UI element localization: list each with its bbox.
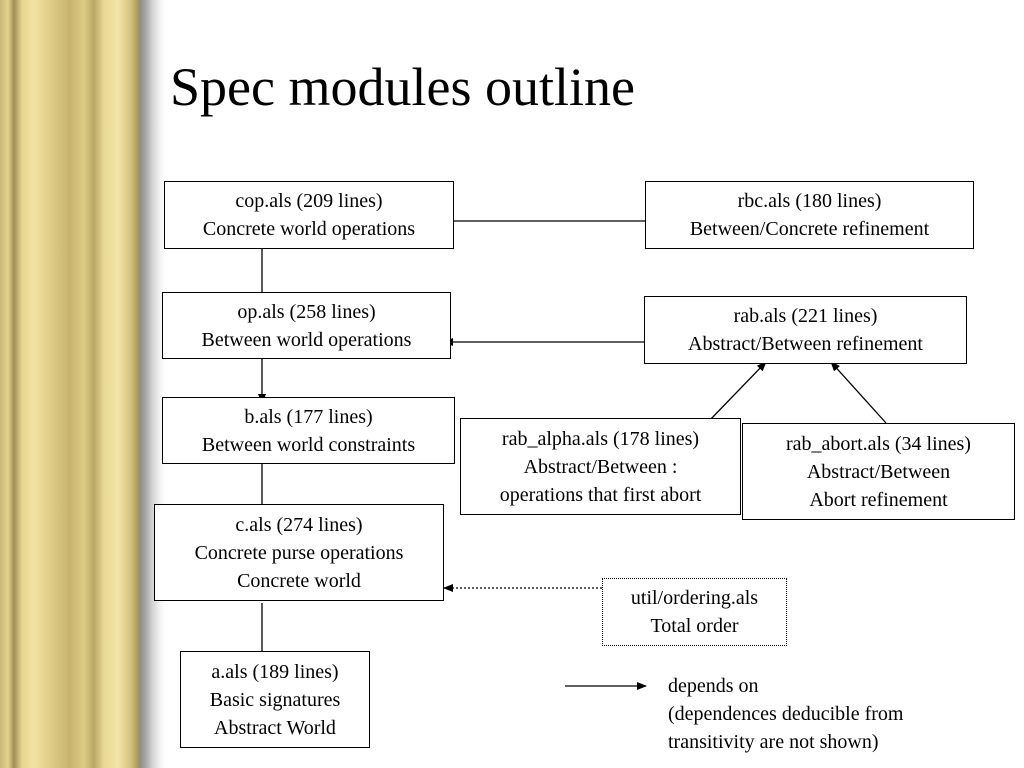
module-c-line1: c.als (274 lines) (235, 513, 363, 536)
decorative-column-band (0, 0, 165, 768)
module-rab-alpha-line2: Abstract/Between : (523, 455, 678, 478)
module-box-rab: rab.als (221 lines) Abstract/Between ref… (644, 296, 967, 364)
module-rab-abort-line2: Abstract/Between (806, 460, 951, 483)
module-box-a: a.als (189 lines) Basic signatures Abstr… (180, 651, 370, 748)
module-op-line2: Between world operations (201, 328, 412, 351)
slide-title: Spec modules outline (170, 57, 635, 117)
module-util-ordering-line1: util/ordering.als (630, 587, 759, 609)
module-box-op: op.als (258 lines) Between world operati… (162, 292, 451, 359)
legend-line2: (dependences deducible from (668, 703, 904, 725)
module-box-b: b.als (177 lines) Between world constrai… (162, 397, 455, 464)
module-box-rab-alpha: rab_alpha.als (178 lines) Abstract/Betwe… (460, 418, 741, 515)
legend-line1: depends on (668, 675, 759, 697)
module-util-ordering-line2: Total order (650, 615, 739, 637)
module-a-line1: a.als (189 lines) (211, 660, 339, 683)
module-rbc-line2: Between/Concrete refinement (689, 218, 930, 240)
arrow-rab-alpha-to-rab (707, 361, 767, 423)
module-box-rab-abort: rab_abort.als (34 lines) Abstract/Betwee… (742, 423, 1015, 520)
legend-line3: transitivity are not shown) (668, 731, 879, 753)
module-rab-alpha-line1: rab_alpha.als (178 lines) (501, 427, 700, 450)
module-a-line2: Basic signatures (209, 688, 341, 711)
module-b-line2: Between world constraints (201, 433, 416, 456)
legend-text: depends on (dependences deducible from t… (668, 672, 903, 756)
arrow-rab-abort-to-rab (830, 361, 887, 424)
module-rab-line1: rab.als (221 lines) (733, 305, 878, 327)
module-op-line1: op.als (258 lines) (237, 300, 376, 323)
module-box-rbc: rbc.als (180 lines) Between/Concrete ref… (645, 181, 974, 249)
module-a-line3: Abstract World (214, 716, 336, 739)
module-box-c: c.als (274 lines) Concrete purse operati… (154, 504, 444, 601)
module-c-line2: Concrete purse operations (194, 541, 404, 564)
module-rab-alpha-line3: operations that first abort (499, 483, 702, 506)
module-rab-abort-line3: Abort refinement (809, 488, 948, 511)
module-box-util-ordering: util/ordering.als Total order (602, 578, 787, 646)
module-b-line1: b.als (177 lines) (244, 405, 373, 428)
module-rbc-line1: rbc.als (180 lines) (737, 190, 882, 212)
module-cop-line1: cop.als (209 lines) (235, 190, 383, 212)
module-c-line3: Concrete world (237, 569, 361, 592)
module-box-cop: cop.als (209 lines) Concrete world opera… (164, 181, 454, 249)
module-cop-line2: Concrete world operations (202, 218, 416, 240)
module-rab-line2: Abstract/Between refinement (688, 333, 923, 355)
module-rab-abort-line1: rab_abort.als (34 lines) (786, 432, 971, 455)
